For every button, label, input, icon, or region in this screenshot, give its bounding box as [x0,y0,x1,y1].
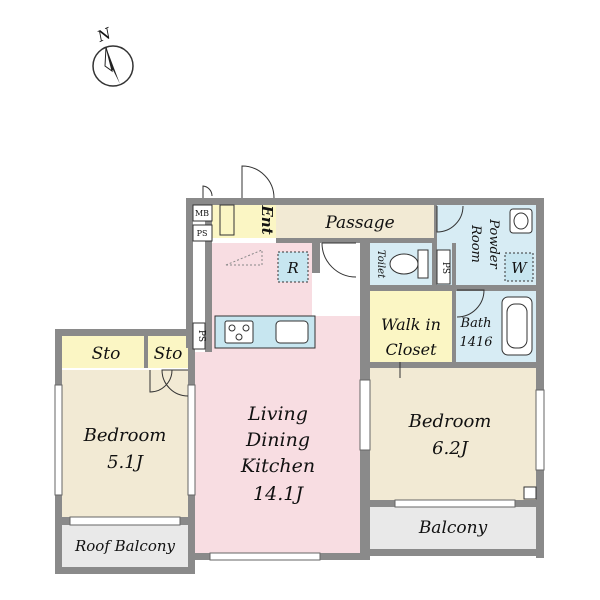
window-bedroom-left [54,384,63,496]
toilet-label: Toilet [375,250,386,279]
walk-in-closet-label-line1: Walk in [381,315,441,334]
mb-door [202,185,213,198]
window-bedroom-left-inner [187,384,196,496]
toilet-tank-icon [417,249,429,279]
toilet-bowl-icon [389,253,419,275]
ldk-label-line3: Kitchen [240,455,315,477]
ldk-size: 14.1J [253,483,304,505]
wall-bath-top [456,285,536,291]
wall-entrance-left [186,198,193,348]
sto-door [149,369,173,393]
powder-room-label-line1: Powder [486,218,501,269]
corner-column [523,486,537,500]
compass-needle-outline [104,46,113,73]
room-fills [62,205,536,567]
roof-balcony-label: Roof Balcony [74,537,176,555]
mb-box [192,204,213,222]
bedroom-left-door [161,369,189,397]
balcony-label: Balcony [418,518,488,538]
washer-box [504,252,534,282]
refrigerator-box [277,251,309,283]
entrance-label: Ent [258,204,276,234]
powder-room-label-line2: Room [468,224,483,263]
window-bedroom-right-side [535,389,545,471]
shoe-cabinet [219,204,235,236]
wash-basin-icon [509,208,533,234]
bath-label: Bath [460,316,492,331]
wall-balcony-bottom [370,549,544,556]
stove-icon [224,320,254,344]
powder-door [436,205,464,233]
washer-label: W [511,259,528,277]
bedroom-right-size: 6.2J [432,438,470,459]
sto-left-area [62,336,144,368]
window-bedroom-right-bottom [394,499,516,508]
labels: Living Dining Kitchen 14.1J Bedroom 5.1J… [74,204,528,555]
wall-closet-top [366,285,456,291]
window-bedroom-left-bottom [69,516,181,526]
wall-sto-divider [144,336,148,368]
roof-balcony-area [62,525,188,567]
ps-box-toilet [436,249,451,285]
wall-passage-bottom [276,238,436,243]
wall-top [186,198,544,205]
bath-door [456,289,485,318]
entrance-door [241,165,275,199]
ldk-door [321,242,357,278]
ldk-label-line1: Living [247,403,308,425]
compass-needle-icon [106,47,120,84]
sto-left-label: Sto [92,344,121,364]
walk-in-closet-label-line2: Closet [385,340,437,359]
wall-ldk-left-upper [205,205,212,352]
stair-outline [225,249,263,266]
wall-bath-left [452,243,456,362]
sto-right-area [148,336,188,368]
window-ldk-right [359,379,371,451]
balcony-area [370,507,536,549]
window-ldk-bottom [209,552,321,561]
ps-toilet-label: PS [440,262,450,274]
ps-box-kitchen [192,322,206,350]
bedroom-right-label: Bedroom [408,411,492,432]
wall-powder-left [434,205,437,238]
windows [54,379,545,561]
bath-size: 1416 [459,335,492,350]
wall-toilet-right [432,238,437,291]
bedroom-left-area [62,370,188,517]
wall-bedroom-right-top [370,362,544,368]
passage-label: Passage [324,213,394,233]
mb-label: MB [195,209,209,218]
ldk-area [193,243,360,553]
refrigerator-label: R [286,259,298,277]
compass: N [92,24,134,87]
ps-entrance-label: PS [197,229,208,238]
ps-box-entrance [192,224,213,242]
bedroom-left-label: Bedroom [83,425,167,446]
sto-right-label: Sto [154,344,183,364]
fixtures [192,204,537,500]
doors [149,165,485,397]
wall-right [536,198,544,558]
wall-roof-balcony-bottom [55,567,195,574]
sink-icon [275,320,309,344]
wall-bedroom-left-top [55,329,195,336]
wall-fridge-side [312,243,320,273]
ldk-label-line2: Dining [245,429,310,451]
passage-area [276,205,434,238]
bedroom-right-area [370,368,536,500]
bedroom-left-size: 5.1J [107,452,145,473]
compass-north-label: N [94,24,115,46]
walk-in-closet-area [370,291,452,362]
ps-kitchen-label: PS [196,330,206,342]
